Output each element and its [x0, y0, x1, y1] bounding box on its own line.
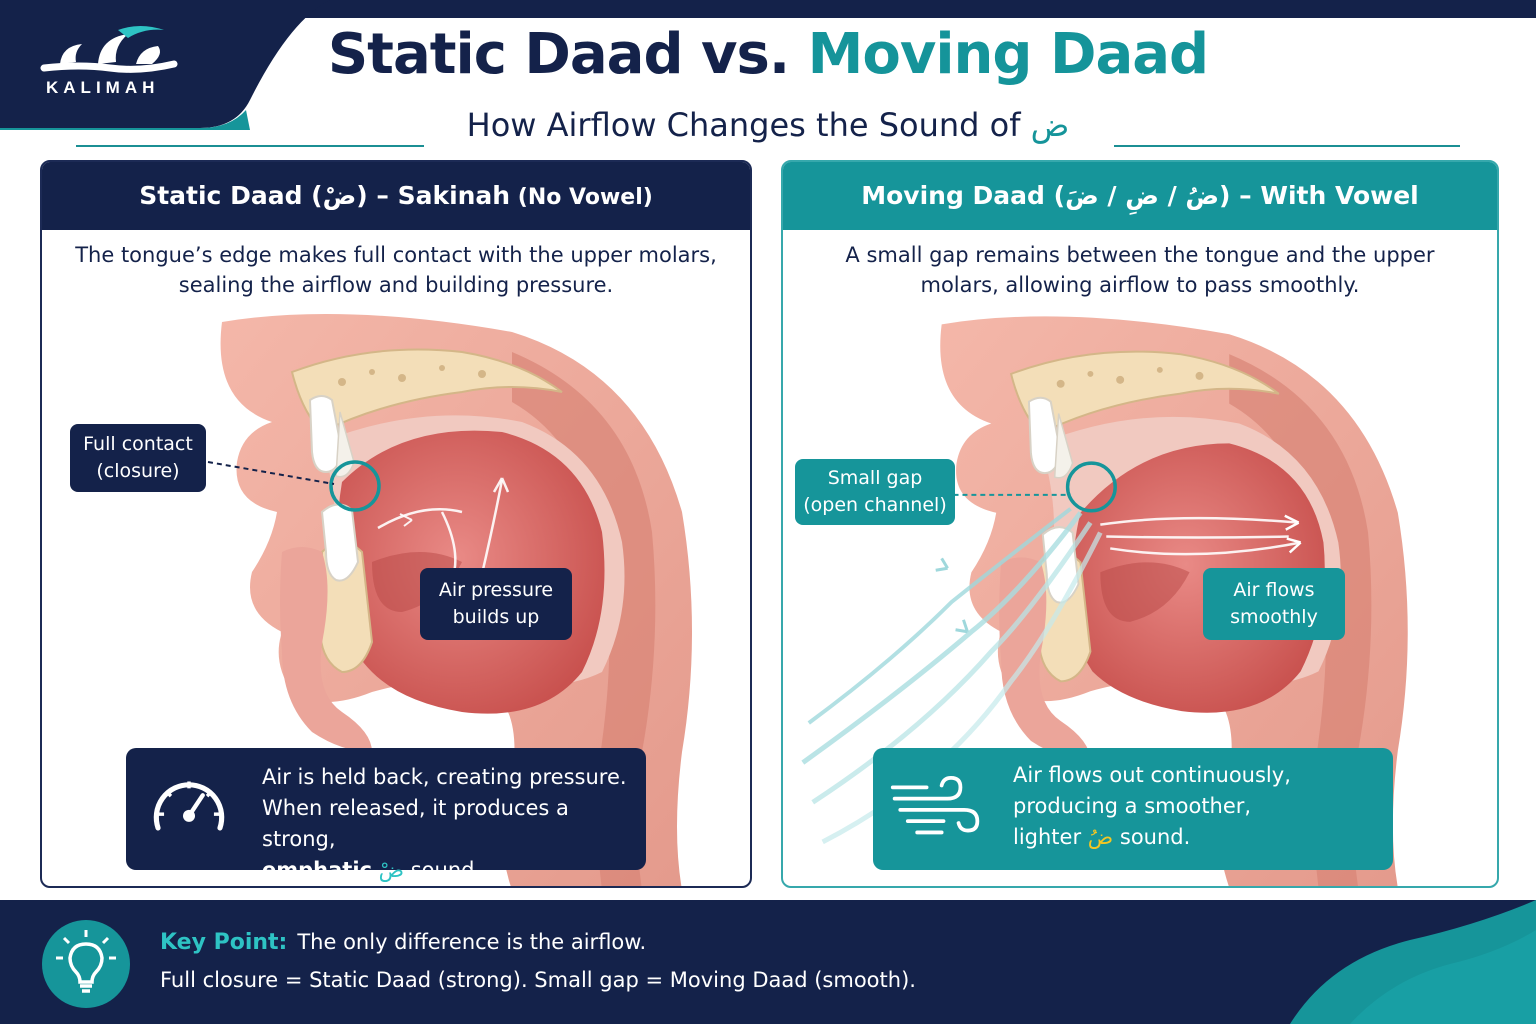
title-part-static: Static Daad vs. — [327, 22, 808, 87]
small-gap-callout-line1: Small gap — [827, 467, 923, 489]
key-point-line1: Key Point: The only difference is the air… — [160, 930, 646, 955]
static-summary-arabic-letter: ضْ — [378, 858, 405, 882]
subtitle-arabic-letter: ض — [1030, 106, 1070, 144]
subtitle-text: How Airflow Changes the Sound of — [466, 106, 1031, 144]
key-point-label: Key Point: — [160, 930, 288, 955]
air-flows-callout-line1: Air flows — [1233, 579, 1315, 601]
static-summary-line3: emphatic ضْ sound. — [262, 855, 642, 886]
page-subtitle: How Airflow Changes the Sound of ض — [380, 106, 1156, 144]
static-daad-panel: Static Daad (ضْ) – Sakinah (No Vowel) Th… — [40, 160, 752, 888]
moving-daad-description: A small gap remains between the tongue a… — [845, 243, 1435, 297]
kalimah-logo: KALIMAH — [40, 24, 180, 104]
moving-summary-line1: Air flows out continuously, — [1013, 763, 1291, 787]
static-daad-heading-main: Static Daad (ضْ) – Sakinah — [139, 181, 511, 210]
air-flows-callout: Air flows smoothly — [1203, 568, 1345, 640]
moving-daad-summary-box: Air flows out continuously, producing a … — [873, 748, 1393, 870]
footer-wave-decoration — [1290, 900, 1536, 1024]
static-daad-description: The tongue’s edge makes full contact wit… — [75, 243, 717, 297]
wind-icon — [890, 776, 980, 835]
subtitle-line-right — [1114, 145, 1460, 147]
moving-summary-lighter: lighter — [1013, 825, 1082, 849]
moving-daad-heading: Moving Daad (ضُ / ضِ / ضَ) – With Vowel — [783, 162, 1497, 230]
lightbulb-icon — [42, 920, 130, 1008]
static-daad-heading-small: (No Vowel) — [510, 185, 653, 210]
static-summary-line2: When released, it produces a strong, — [262, 796, 569, 851]
small-gap-callout: Small gap (open channel) — [795, 459, 955, 525]
moving-daad-summary-text: Air flows out continuously, producing a … — [1013, 760, 1389, 853]
air-pressure-callout: Air pressure builds up — [420, 568, 572, 640]
full-contact-callout-line1: Full contact — [83, 433, 193, 455]
full-contact-callout-line2: (closure) — [96, 460, 180, 482]
moving-summary-line2: producing a smoother, — [1013, 794, 1252, 818]
moving-daad-panel: Moving Daad (ضُ / ضِ / ضَ) – With Vowel … — [781, 160, 1499, 888]
moving-daad-anatomy-illustration — [801, 316, 1408, 886]
moving-summary-arabic-letter: ضُ — [1087, 825, 1114, 849]
air-pressure-callout-line2: builds up — [452, 606, 540, 628]
page-title: Static Daad vs. Moving Daad — [280, 22, 1256, 87]
static-daad-summary-text: Air is held back, creating pressure. Whe… — [262, 762, 642, 886]
subtitle-line-left — [76, 145, 424, 147]
top-band — [0, 0, 1536, 18]
static-summary-end: sound. — [410, 858, 482, 882]
full-contact-callout: Full contact (closure) — [70, 424, 206, 492]
pressure-gauge-icon — [153, 781, 225, 831]
key-point-line2: Full closure = Static Daad (strong). Sma… — [160, 968, 916, 992]
title-part-moving: Moving Daad — [807, 22, 1209, 87]
static-summary-line1: Air is held back, creating pressure. — [262, 765, 627, 789]
key-point-footer: Key Point: The only difference is the air… — [0, 900, 1536, 1024]
kalimah-logo-icon — [40, 26, 178, 73]
air-pressure-callout-line1: Air pressure — [438, 579, 554, 601]
air-flows-callout-line2: smoothly — [1230, 606, 1318, 628]
logo-text: KALIMAH — [46, 78, 160, 97]
static-summary-emphatic: emphatic — [262, 858, 372, 882]
moving-summary-end: sound. — [1119, 825, 1191, 849]
small-gap-callout-line2: (open channel) — [803, 494, 947, 516]
static-daad-summary-box: Air is held back, creating pressure. Whe… — [126, 748, 646, 882]
static-daad-heading: Static Daad (ضْ) – Sakinah (No Vowel) — [42, 162, 750, 230]
key-point-text: The only difference is the airflow. — [297, 930, 647, 954]
moving-summary-line3: lighter ضُ sound. — [1013, 822, 1389, 853]
